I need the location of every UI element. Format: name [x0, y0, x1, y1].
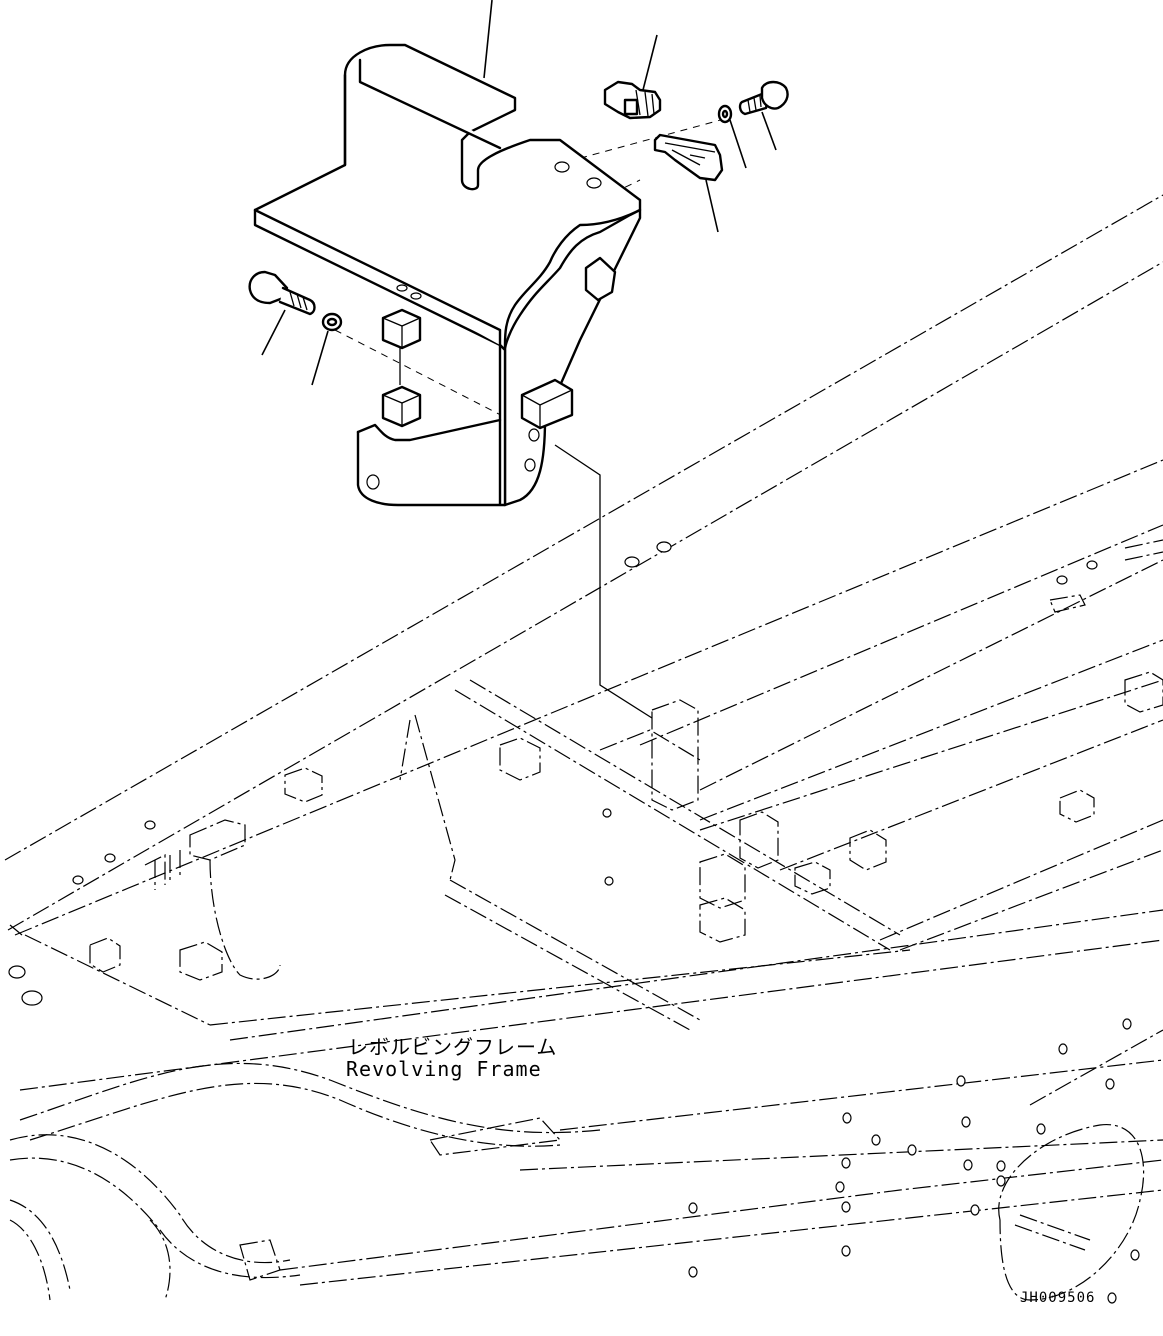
- frame-label-japanese: レボルビングフレーム: [348, 1035, 558, 1059]
- frame-label-english: Revolving Frame: [346, 1057, 542, 1081]
- bolt-right: [738, 80, 789, 116]
- washer-left: [321, 312, 343, 332]
- leader-lines: [261, 0, 777, 386]
- drawing-code: JH009506: [1020, 1290, 1096, 1306]
- revolving-frame: [4, 194, 1163, 1301]
- bolt-left: [248, 270, 316, 316]
- switch-part: [603, 80, 662, 120]
- clamp-plate: [653, 133, 724, 182]
- frame-pads: [89, 671, 1163, 981]
- bracket-pads: [381, 256, 617, 430]
- frame-holes: [8, 541, 1140, 1304]
- bracket: [253, 43, 642, 507]
- washer-right: [717, 104, 733, 124]
